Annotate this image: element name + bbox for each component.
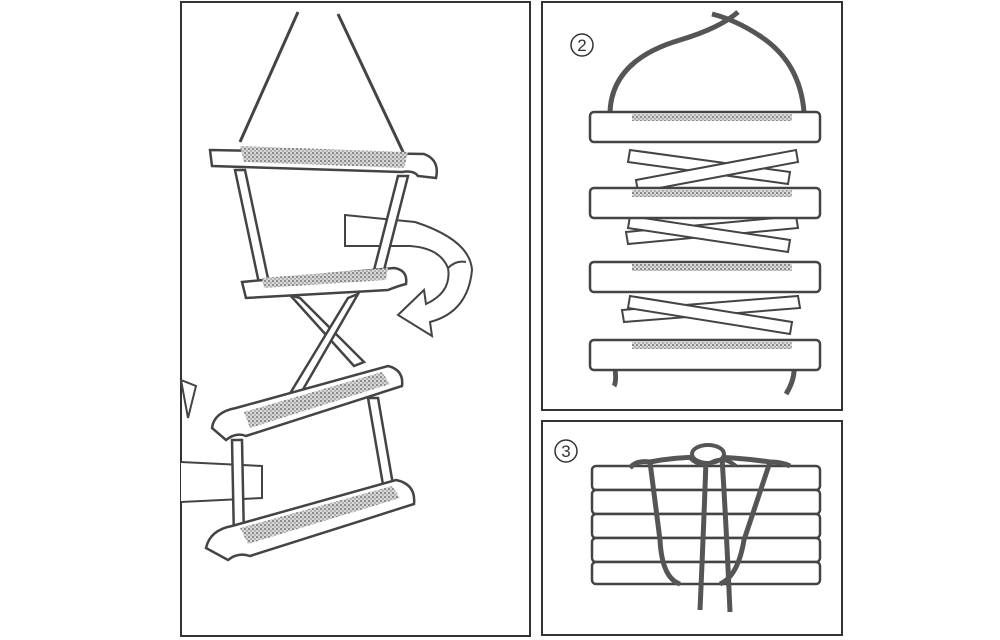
ladder-rung (210, 364, 404, 442)
binding-rope (628, 454, 792, 613)
rotation-arrow-upper (344, 213, 474, 338)
rotation-arrow-lower (179, 378, 263, 503)
step-number-label: 2 (577, 36, 586, 55)
stacked-rung (588, 110, 822, 144)
rope-knot (688, 443, 738, 468)
step-number-label: 3 (561, 442, 570, 461)
panel-3-frame (541, 420, 843, 636)
ladder-rung (208, 146, 438, 180)
ladder-rung (204, 478, 416, 562)
ladder-rung (240, 266, 408, 300)
step-number-badge (570, 33, 594, 57)
stacked-rails (620, 148, 802, 336)
stacked-rung (588, 186, 822, 220)
panel-1 (179, 1, 531, 637)
panel-2: 2 (541, 1, 843, 411)
ladder-rails (230, 168, 410, 542)
panel-2-frame (541, 1, 843, 411)
stacked-rung (588, 338, 822, 372)
panel-1-frame (180, 1, 531, 637)
panel-3: 3 (541, 420, 843, 636)
hanging-rope (238, 11, 406, 155)
step-number-badge (554, 439, 578, 463)
stacked-rung (588, 260, 822, 294)
